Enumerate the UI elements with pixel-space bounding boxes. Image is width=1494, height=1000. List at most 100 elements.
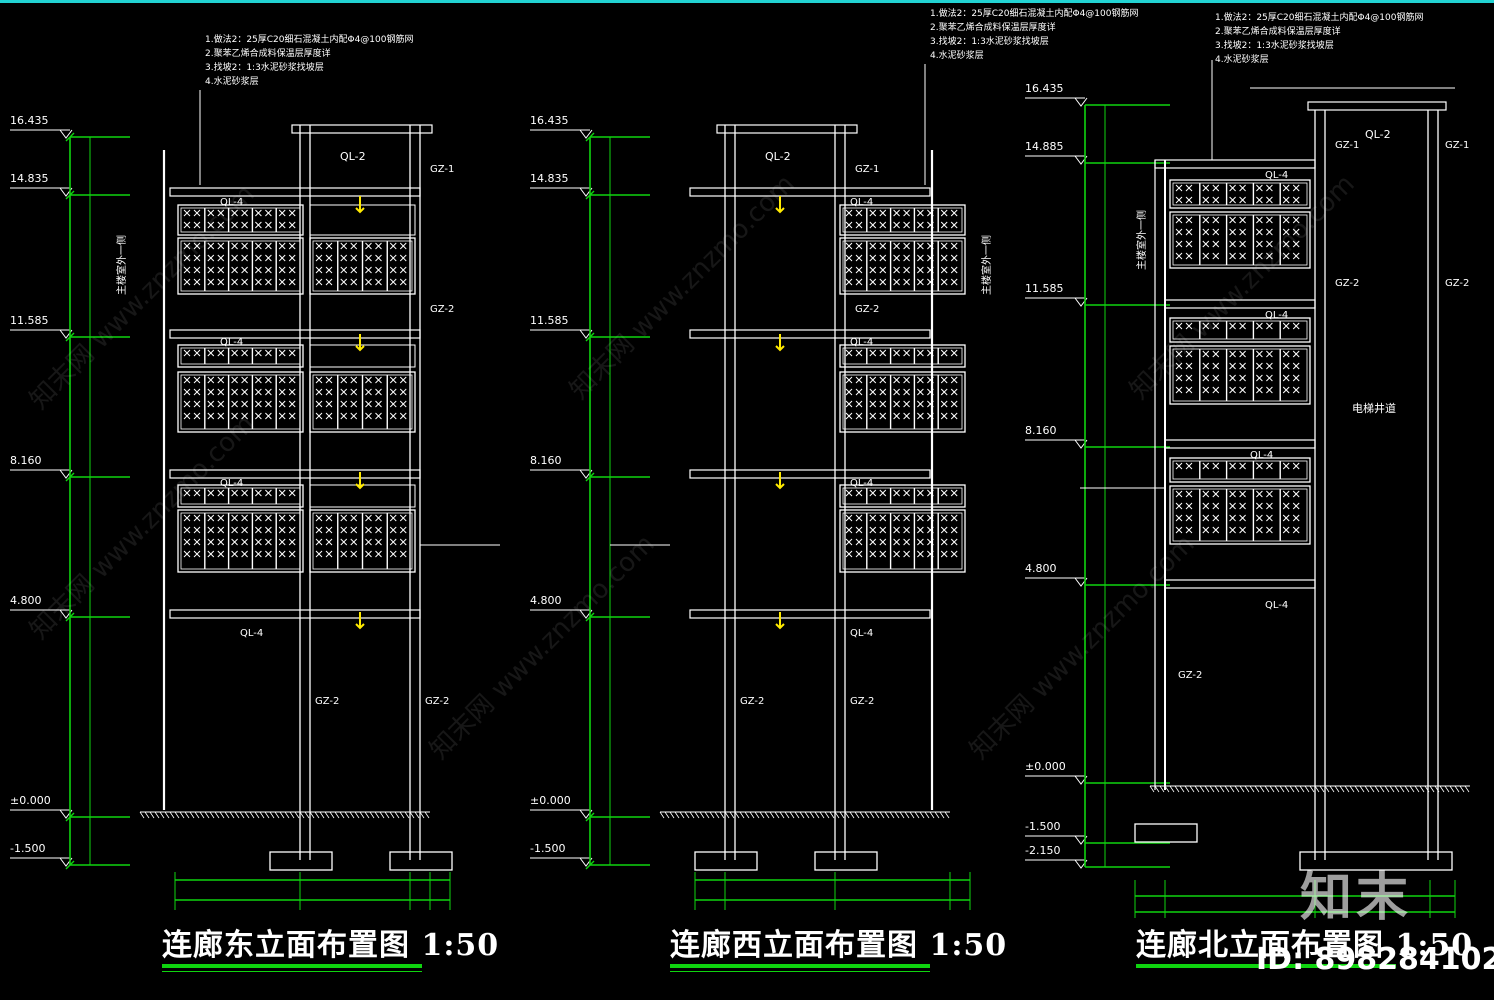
parapet-cap xyxy=(1307,101,1447,111)
ground-hatch xyxy=(1389,785,1395,793)
foundation-block xyxy=(1299,851,1453,871)
ground-hatch xyxy=(1314,785,1320,793)
ground-hatch xyxy=(819,811,825,819)
ground-hatch xyxy=(1334,785,1340,793)
ground-hatch xyxy=(784,811,790,819)
ground-hatch xyxy=(1319,785,1325,793)
ground-hatch xyxy=(1399,785,1405,793)
west-level-6: -1.500 xyxy=(530,842,565,855)
ground-hatch xyxy=(864,811,870,819)
ground-hatch xyxy=(904,811,910,819)
ground-hatch xyxy=(1409,785,1415,793)
ground-hatch xyxy=(1439,785,1445,793)
column-label: GZ-2 xyxy=(740,696,764,707)
ground-hatch xyxy=(289,811,295,819)
section-marker xyxy=(355,334,365,352)
ground-hatch xyxy=(1344,785,1350,793)
floor-slab xyxy=(689,329,931,339)
window-panel xyxy=(1169,345,1311,405)
column-label: GZ-1 xyxy=(430,164,454,175)
ground-hatch xyxy=(224,811,230,819)
ground-hatch xyxy=(299,811,305,819)
floor-slab xyxy=(1164,299,1316,309)
ground-hatch xyxy=(1219,785,1225,793)
ground-hatch xyxy=(239,811,245,819)
ground-hatch xyxy=(169,811,175,819)
general-note: 2.聚苯乙烯合成料保温层厚度详 xyxy=(1215,25,1341,37)
ground-hatch xyxy=(264,811,270,819)
dimension-tick xyxy=(65,332,75,342)
ground-hatch xyxy=(424,811,430,819)
ground-hatch xyxy=(1199,785,1205,793)
ground-hatch xyxy=(1259,785,1265,793)
ground-hatch xyxy=(1244,785,1250,793)
beam-label: QL-4 xyxy=(850,197,873,208)
ground-hatch xyxy=(1429,785,1435,793)
column-label: GZ-2 xyxy=(1335,278,1359,289)
ground-hatch xyxy=(1414,785,1420,793)
ground-hatch xyxy=(244,811,250,819)
ground-hatch xyxy=(1329,785,1335,793)
ground-hatch xyxy=(1174,785,1180,793)
ground-hatch xyxy=(934,811,940,819)
general-note: 1.做法2：25厚C20细石混凝土内配Φ4@100钢筋网 xyxy=(930,7,1139,19)
ground-hatch xyxy=(1449,785,1455,793)
window-band xyxy=(1169,179,1311,209)
ground-hatch xyxy=(1269,785,1275,793)
ground-hatch xyxy=(334,811,340,819)
ground-hatch xyxy=(1204,785,1210,793)
dimension-tick xyxy=(585,612,595,622)
drawing-title-west: 连廊西立面布置图 1:50 xyxy=(670,928,1008,963)
window-band xyxy=(309,204,416,236)
ground-hatch xyxy=(1224,785,1230,793)
ground-hatch xyxy=(374,811,380,819)
floor-slab xyxy=(169,609,421,619)
ground-hatch xyxy=(894,811,900,819)
ground-hatch xyxy=(209,811,215,819)
ground-hatch xyxy=(804,811,810,819)
floor-slab xyxy=(1164,579,1316,589)
shaft-label: 电梯井道 xyxy=(1352,401,1396,415)
floor-slab xyxy=(689,187,931,197)
ground-hatch xyxy=(1424,785,1430,793)
ground-hatch xyxy=(1369,785,1375,793)
window-panel xyxy=(839,371,966,433)
ground-hatch xyxy=(1374,785,1380,793)
window-band xyxy=(309,484,416,508)
floor-slab xyxy=(169,469,421,479)
ground-hatch xyxy=(139,811,145,819)
ground-hatch xyxy=(269,811,275,819)
ground-hatch xyxy=(1264,785,1270,793)
column-label: GZ-2 xyxy=(1445,278,1469,289)
ground-hatch xyxy=(359,811,365,819)
ground-hatch xyxy=(1464,785,1470,793)
general-note: 3.找坡2：1:3水泥砂浆找坡层 xyxy=(930,35,1049,47)
ground-hatch xyxy=(1459,785,1465,793)
column-label: GZ-2 xyxy=(425,696,449,707)
beam-label: QL-4 xyxy=(850,337,873,348)
ground-hatch xyxy=(1339,785,1345,793)
foundation-block xyxy=(1134,823,1198,843)
ground-hatch xyxy=(899,811,905,819)
vertical-note: 主楼室外一侧 xyxy=(980,235,993,295)
ground-hatch xyxy=(1324,785,1330,793)
window-panel xyxy=(1169,211,1311,269)
beam-label: QL-2 xyxy=(1365,128,1391,141)
ground-hatch xyxy=(809,811,815,819)
ground-hatch xyxy=(1234,785,1240,793)
dimension-tick xyxy=(585,132,595,142)
foundation-block xyxy=(269,851,333,871)
ground-hatch xyxy=(1304,785,1310,793)
window-band xyxy=(177,484,304,508)
floor-slab xyxy=(1164,439,1316,449)
ground-hatch xyxy=(1249,785,1255,793)
dimension-tick xyxy=(585,190,595,200)
ground-hatch xyxy=(419,811,425,819)
window-band xyxy=(839,204,966,236)
window-panel xyxy=(177,237,304,295)
ground-hatch xyxy=(844,811,850,819)
ground-hatch xyxy=(164,811,170,819)
ground-hatch xyxy=(669,811,675,819)
floor-slab xyxy=(689,469,931,479)
